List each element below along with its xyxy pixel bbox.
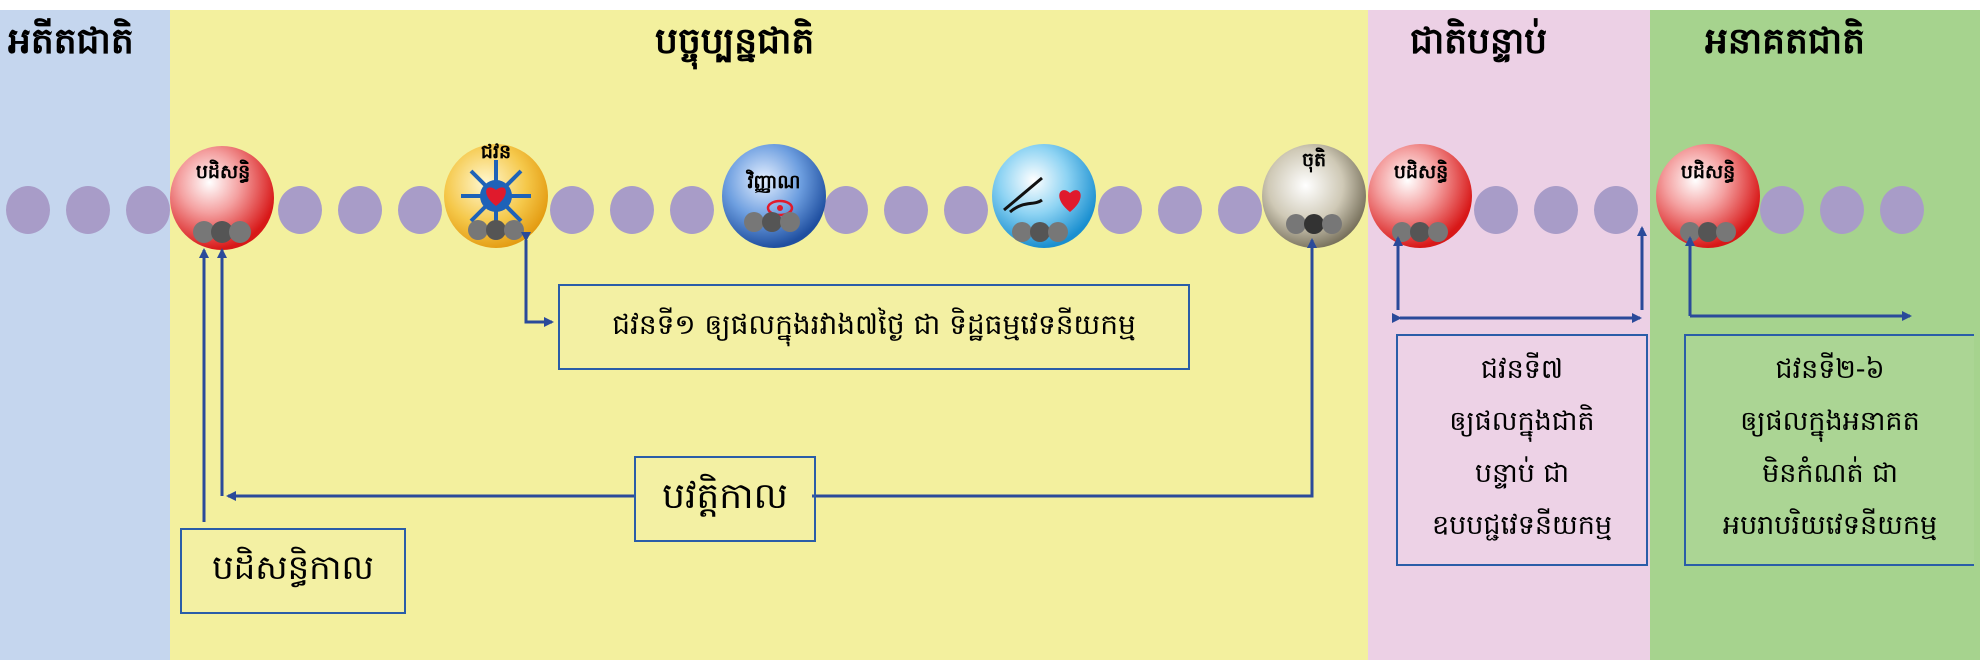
- vinnana-ball-icon: [722, 144, 826, 248]
- future-life-title: អនាគតជាតិ: [1705, 21, 1865, 62]
- first-javana-box: ជវនទី១ ឲ្យផលក្នុងរវាង៧ថ្ងៃ ជា ទិដ្ឋធម្មវ…: [558, 284, 1190, 370]
- next-patisandhi-label: បដិសន្ធិ: [1393, 161, 1449, 183]
- pavatti-kala-box: បវត្តិកាល: [634, 456, 816, 542]
- middle-javana-box: ជវនទី២-៦ ឲ្យផលក្នុងអនាគត មិនកំណត់ ជា អបរ…: [1684, 334, 1974, 566]
- cuti-ball-icon: [1262, 144, 1366, 248]
- patisandhi-ball-icon: [170, 146, 274, 250]
- cuti-label: ចុតិ: [1301, 149, 1327, 171]
- diagram-arrows: [199, 226, 1912, 522]
- seventh-javana-line-4: ឧបបជ្ជវេទនីយកម្ម: [1432, 509, 1612, 541]
- timeline-dots: [6, 186, 1924, 234]
- vinnana-label: វិញ្ញាណ: [747, 171, 801, 193]
- javana-ball-icon: [444, 144, 548, 248]
- next-patisandhi-ball-icon: [1368, 144, 1472, 248]
- hand-heart-ball-icon: [992, 144, 1096, 248]
- seventh-javana-line-3: បន្ទាប់ ជា: [1474, 457, 1570, 489]
- future-patisandhi-ball-icon: [1656, 144, 1760, 248]
- seventh-javana-line-1: ជវនទី៧: [1480, 353, 1564, 385]
- past-life-title: អតីតជាតិ: [8, 21, 134, 62]
- middle-javana-line-3: មិនកំណត់ ជា: [1762, 457, 1898, 489]
- future-patisandhi-label: បដិសន្ធិ: [1680, 161, 1736, 183]
- middle-javana-line-4: អបរាបរិយវេទនីយកម្ម: [1722, 509, 1938, 541]
- javana-label: ជវន: [480, 141, 512, 163]
- seventh-javana-box: ជវនទី៧ ឲ្យផលក្នុងជាតិ បន្ទាប់ ជា ឧបបជ្ជវ…: [1396, 334, 1648, 566]
- panel-present: [170, 10, 1368, 660]
- next-life-title: ជាតិបន្ទាប់: [1410, 21, 1548, 62]
- patisandhi-kala-box: បដិសន្ធិកាល: [180, 528, 406, 614]
- seventh-javana-line-2: ឲ្យផលក្នុងជាតិ: [1449, 405, 1595, 437]
- middle-javana-line-1: ជវនទី២-៦: [1775, 353, 1885, 385]
- panel-past: [0, 10, 170, 660]
- middle-javana-line-2: ឲ្យផលក្នុងអនាគត: [1740, 405, 1920, 437]
- present-life-title: បច្ចុប្បន្នជាតិ: [655, 21, 815, 62]
- patisandhi-label: បដិសន្ធិ: [195, 161, 251, 183]
